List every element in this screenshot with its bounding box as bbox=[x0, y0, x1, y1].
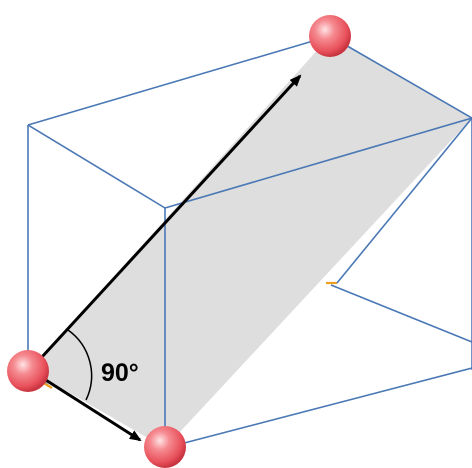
right-angle-arc bbox=[67, 329, 93, 401]
cube-edge-top-front bbox=[164, 117, 472, 209]
atom-top bbox=[309, 15, 351, 57]
angle-label: 90° bbox=[101, 359, 139, 387]
cube-edge-plane-lower bbox=[336, 117, 472, 284]
cube-edge-top-back bbox=[27, 35, 331, 126]
atom-left bbox=[7, 350, 49, 392]
diagonal-plane bbox=[30, 36, 472, 448]
cube-front-edges bbox=[27, 35, 472, 449]
vector-edge-arrow bbox=[29, 368, 142, 442]
cube-edge-top-left bbox=[27, 124, 166, 209]
cube-edge-back-bottom-right bbox=[330, 284, 472, 343]
cube-edge-bottom-front bbox=[164, 367, 472, 449]
vector-diagonal-arrow bbox=[28, 74, 302, 372]
cube-edge-top-right bbox=[329, 35, 472, 119]
atom-bottom bbox=[144, 426, 186, 468]
